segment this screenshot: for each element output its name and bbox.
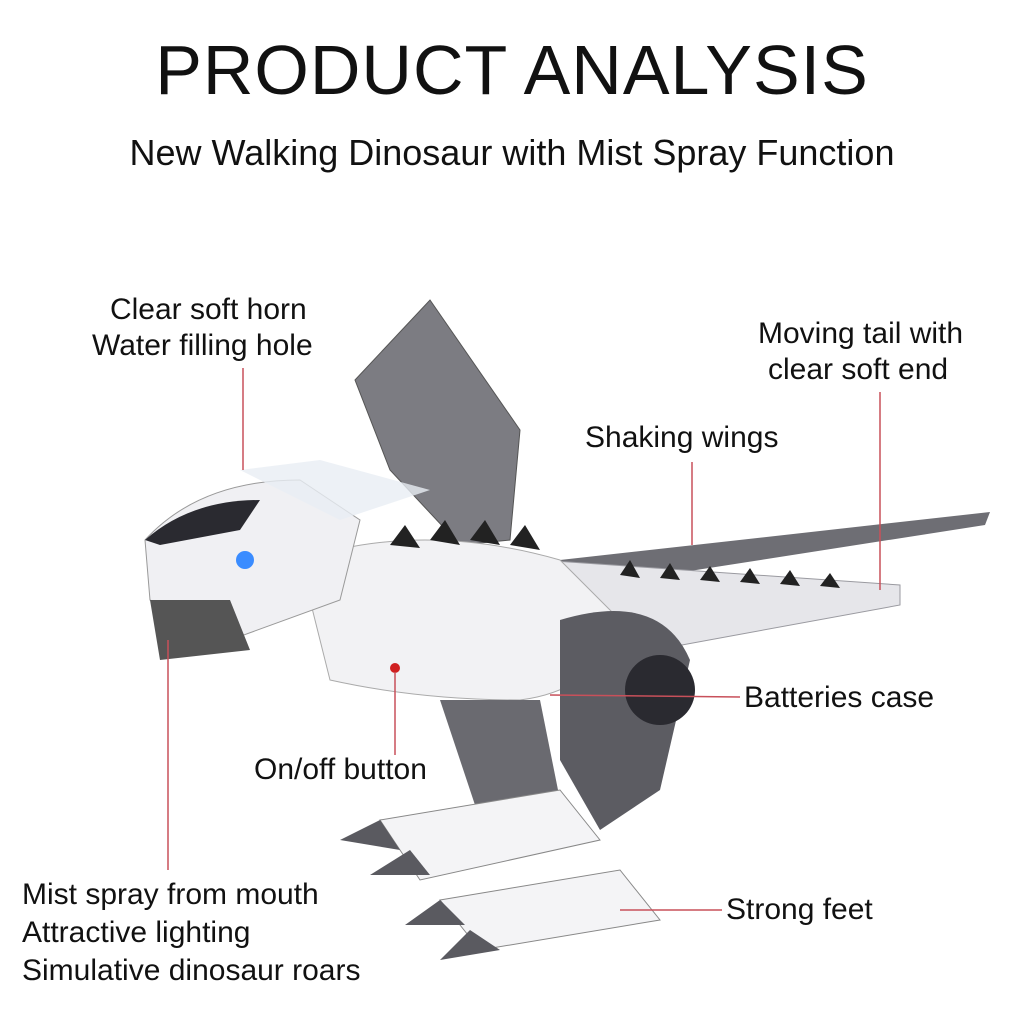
clear-horn [240, 460, 430, 520]
on-off-button [390, 663, 400, 673]
callout-mouth-line1: Mist spray from mouth [22, 878, 319, 911]
left-wing [354, 299, 521, 546]
callout-tail-line2: clear soft end [768, 353, 949, 386]
callout-wings: Shaking wings [585, 421, 779, 454]
callout-horn-line2: Water filling hole [92, 329, 313, 362]
front-leg [440, 700, 560, 820]
callout-feet: Strong feet [726, 893, 873, 926]
callout-mouth-line3: Simulative dinosaur roars [22, 954, 361, 987]
leader-lines [167, 368, 881, 911]
page-subtitle: New Walking Dinosaur with Mist Spray Fun… [129, 132, 895, 173]
eye-light [236, 551, 254, 569]
callout-button: On/off button [254, 753, 427, 786]
callout-batteries: Batteries case [744, 681, 935, 714]
mouth [150, 600, 250, 660]
callout-horn-line1: Clear soft horn [109, 293, 307, 326]
callout-horn: Clear soft horn Water filling hole [92, 292, 313, 364]
callout-mouth: Mist spray from mouth Attractive lightin… [22, 876, 360, 990]
rear-foot [439, 869, 661, 951]
page-title: PRODUCT ANALYSIS [155, 31, 869, 109]
callout-tail: Moving tail with clear soft end [758, 316, 963, 388]
callout-tail-line1: Moving tail with [758, 317, 964, 350]
callout-mouth-line2: Attractive lighting [22, 916, 251, 949]
